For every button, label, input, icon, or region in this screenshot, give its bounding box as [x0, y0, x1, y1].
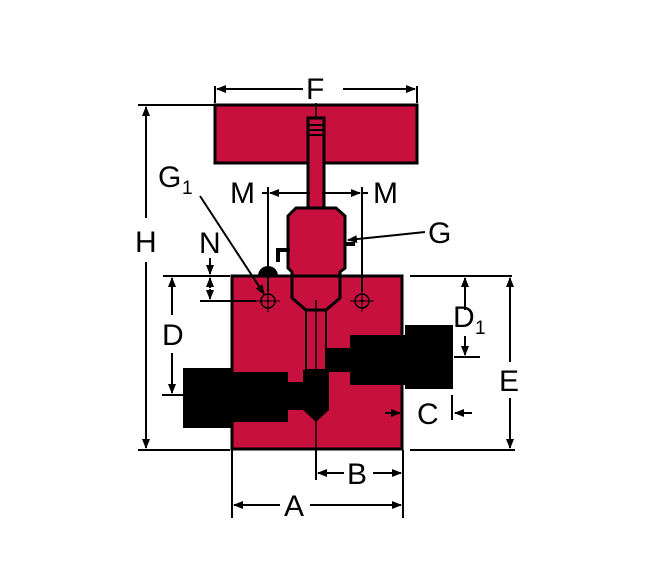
bonnet [258, 206, 355, 284]
label-d1: D [453, 301, 475, 334]
label-g: G [428, 217, 451, 250]
dimension-lines [138, 85, 515, 518]
label-h: H [135, 226, 157, 259]
label-n: N [199, 227, 221, 260]
label-g1: G [158, 161, 181, 194]
label-m-left: M [230, 177, 255, 210]
label-c: C [417, 398, 439, 431]
stem [306, 116, 326, 210]
label-d: D [162, 319, 184, 352]
label-g1-subscript: 1 [182, 178, 193, 199]
label-a: A [284, 490, 304, 523]
label-b: B [347, 458, 367, 491]
label-e: E [499, 365, 519, 398]
label-m-right: M [373, 177, 398, 210]
label-f: F [306, 73, 324, 106]
valve-body [183, 274, 453, 470]
label-d1-subscript: 1 [475, 318, 486, 339]
